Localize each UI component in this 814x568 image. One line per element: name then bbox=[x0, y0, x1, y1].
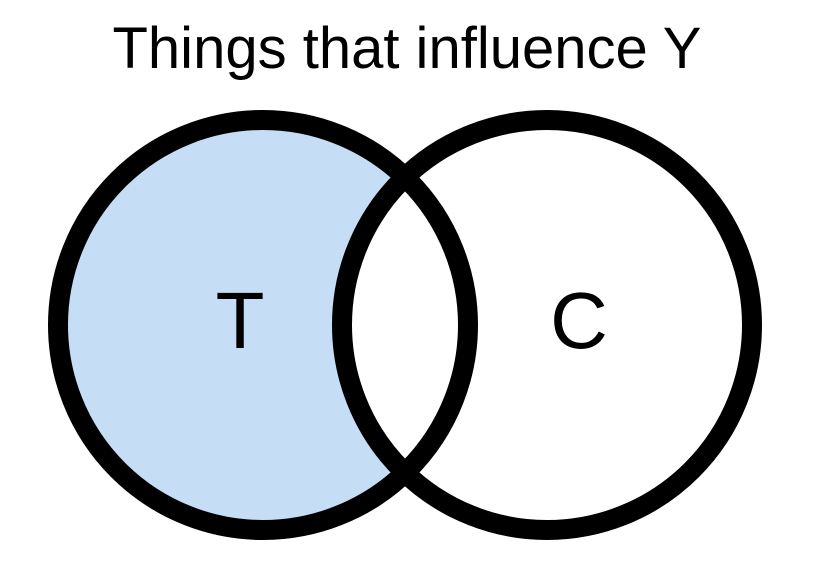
set-t-circle bbox=[48, 110, 478, 540]
diagram-title: Things that influence Y bbox=[112, 16, 702, 81]
set-c-circle bbox=[332, 110, 762, 540]
set-c-label: C bbox=[550, 276, 608, 365]
set-t-label: T bbox=[216, 276, 265, 365]
